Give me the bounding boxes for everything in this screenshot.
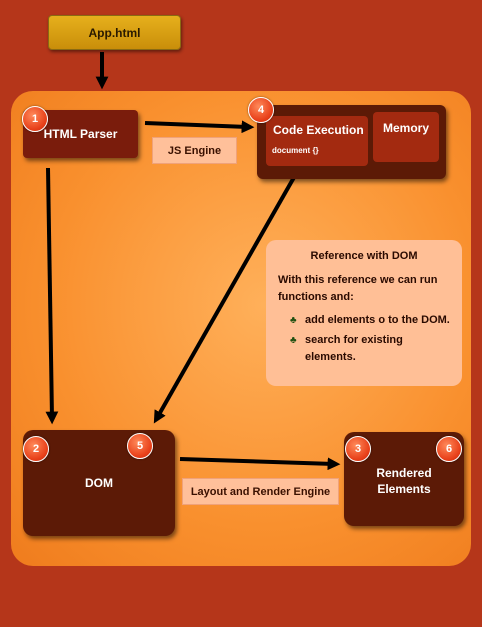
- arrow-dom-to-rendered: [179, 457, 341, 471]
- code-execution-title: Code Execution: [273, 123, 364, 137]
- arrow-parser-to-engine: [144, 120, 255, 134]
- dom-label: DOM: [85, 476, 113, 490]
- step-badge-6: 6: [436, 436, 462, 462]
- club-bullet-icon: ♣: [290, 315, 297, 326]
- reference-item: ♣ add elements o to the DOM.: [278, 312, 450, 329]
- reference-title: Reference with DOM: [310, 250, 418, 262]
- reference-intro: With this reference we can run functions…: [278, 274, 438, 303]
- step-badge-1: 1: [22, 106, 48, 132]
- step-badge-5: 5: [127, 433, 153, 459]
- reference-item-text: search for existing elements.: [305, 334, 403, 363]
- document-object-label: document {}: [272, 146, 319, 155]
- arrow-parser-to-dom: [45, 167, 59, 425]
- club-bullet-icon: ♣: [290, 335, 297, 346]
- step-badge-2: 2: [23, 436, 49, 462]
- step-badge-4: 4: [248, 97, 274, 123]
- html-parser-box: HTML Parser: [23, 110, 138, 158]
- memory-box: Memory: [373, 112, 439, 162]
- reference-item-text: add elements o to the DOM.: [305, 314, 450, 326]
- reference-list: ♣ add elements o to the DOM. ♣ search fo…: [278, 312, 450, 366]
- html-parser-label: HTML Parser: [43, 127, 118, 141]
- step-badge-3: 3: [345, 436, 371, 462]
- rendered-elements-label: Rendered Elements: [376, 466, 432, 496]
- code-execution-box: Code Execution document {}: [266, 116, 368, 166]
- layout-render-engine-label: Layout and Render Engine: [182, 478, 339, 505]
- reference-item: ♣ search for existing elements.: [278, 332, 450, 366]
- reference-note: Reference with DOM With this reference w…: [266, 240, 462, 386]
- js-engine-label: JS Engine: [152, 137, 237, 164]
- app-html-file: App.html: [48, 15, 181, 50]
- arrow-engine-to-dom: [153, 157, 307, 424]
